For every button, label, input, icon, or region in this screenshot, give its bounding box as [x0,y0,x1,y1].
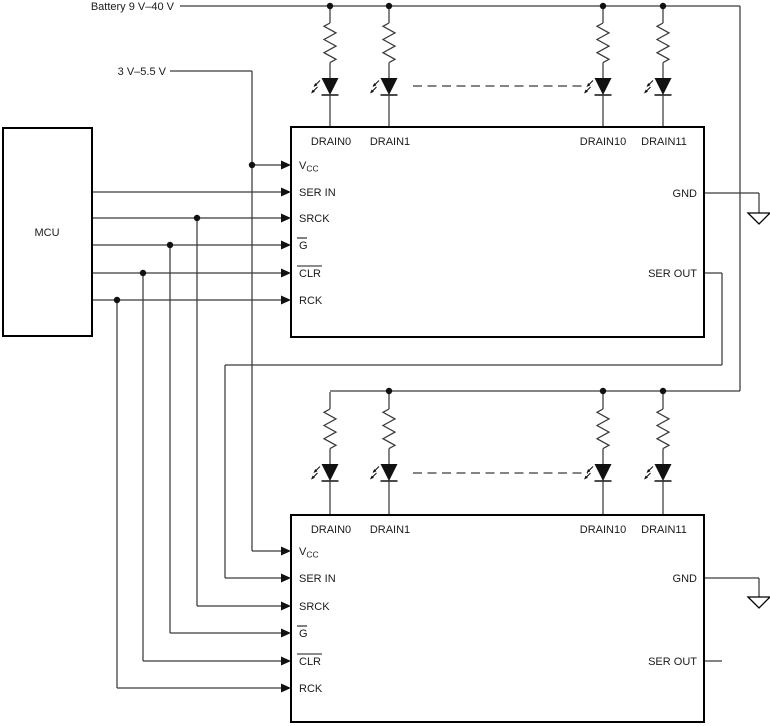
pin-label-g: G [299,240,308,252]
led-string-ch0 [310,391,340,515]
vcc-subscript-text: CC [306,164,318,174]
pin-label-rck: RCK [299,683,323,695]
input-pin-arrows [281,160,291,305]
pin-label-srck: SRCK [299,601,330,613]
net-vcc: 3 V–5.5 V [118,66,281,552]
led-bank-1 [310,5,673,129]
junction-dot [599,2,607,10]
pin-label-drain1: DRAIN1 [370,524,410,536]
net-gnd-2 [704,577,770,609]
mcu-outline [2,127,93,337]
mcu-block: MCU [2,127,93,337]
pin-label-ser-in: SER IN [299,187,336,199]
input-pin-arrows [281,546,291,693]
pin-arrow-icon [281,546,291,556]
battery-voltage-label: Battery 9 V–40 V [91,1,175,13]
pin-label-vcc: VCC [299,546,319,560]
ic-outline [290,514,705,723]
pin-label-ser-out: SER OUT [648,656,697,668]
pin-label-vcc: VCC [299,160,319,174]
net-rck [92,296,281,689]
junction-dot [166,241,174,249]
logic-voltage-label: 3 V–5.5 V [118,66,167,78]
led-string-ch1 [369,5,399,129]
pin-label-drain11: DRAIN11 [641,524,687,536]
pin-arrow-icon [281,268,291,278]
vcc-base-text: V [299,546,307,558]
pin-label-gnd: GND [673,188,698,200]
ground-icon [746,596,770,609]
pin-arrow-icon [281,160,291,170]
led-driver-ic-2: DRAIN0 DRAIN1 DRAIN10 DRAIN11 VCC SER IN… [281,514,705,723]
net-g [92,241,281,634]
pin-label-g: G [299,628,308,640]
pin-label-drain10: DRAIN10 [580,136,626,148]
pin-label-rck: RCK [299,295,323,307]
junction-dot [385,387,393,395]
junction-dot [326,2,334,10]
led-string-ch11 [643,391,673,515]
junction-dot [385,2,393,10]
vcc-base-text: V [299,160,307,172]
pin-arrow-icon [281,213,291,223]
pin-label-ser-out: SER OUT [648,268,697,280]
led-string-ch11 [643,5,673,129]
pin-label-srck: SRCK [299,213,330,225]
mcu-label: MCU [34,227,59,239]
pin-arrow-icon [281,628,291,638]
net-srck [92,214,281,607]
pin-label-drain11: DRAIN11 [641,136,687,148]
pin-label-drain10: DRAIN10 [580,524,626,536]
net-battery-rail: Battery 9 V–40 V [91,1,741,395]
pin-label-clr: CLR [299,268,321,280]
pin-arrow-icon [281,601,291,611]
junction-dot [248,161,256,169]
junction-dot [139,269,147,277]
ground-icon [746,212,770,225]
junction-dot [659,387,667,395]
pin-arrow-icon [281,295,291,305]
pin-arrow-icon [281,187,291,197]
net-ser-cascade [224,272,723,579]
led-bank-2 [310,391,673,515]
led-string-ch10 [583,5,613,129]
net-gnd-1 [704,192,770,225]
led-string-ch1 [369,391,399,515]
junction-dot [193,214,201,222]
pin-label-drain0: DRAIN0 [311,136,351,148]
pin-arrow-icon [281,683,291,693]
pin-arrow-icon [281,240,291,250]
pin-label-drain0: DRAIN0 [311,524,351,536]
pin-label-drain1: DRAIN1 [370,136,410,148]
pin-arrow-icon [281,573,291,583]
pin-label-gnd: GND [673,573,698,585]
vcc-subscript-text: CC [306,550,318,560]
pin-label-clr: CLR [299,656,321,668]
led-driver-ic-1: DRAIN0 DRAIN1 DRAIN10 DRAIN11 VCC SER IN… [281,126,705,338]
led-string-ch0 [310,5,340,129]
junction-dot [113,296,121,304]
pin-label-ser-in: SER IN [299,573,336,585]
junction-dot [659,2,667,10]
net-clr [92,269,281,662]
pin-arrow-icon [281,656,291,666]
ic-outline [290,126,705,338]
junction-dot [599,387,607,395]
led-string-ch10 [583,391,613,515]
